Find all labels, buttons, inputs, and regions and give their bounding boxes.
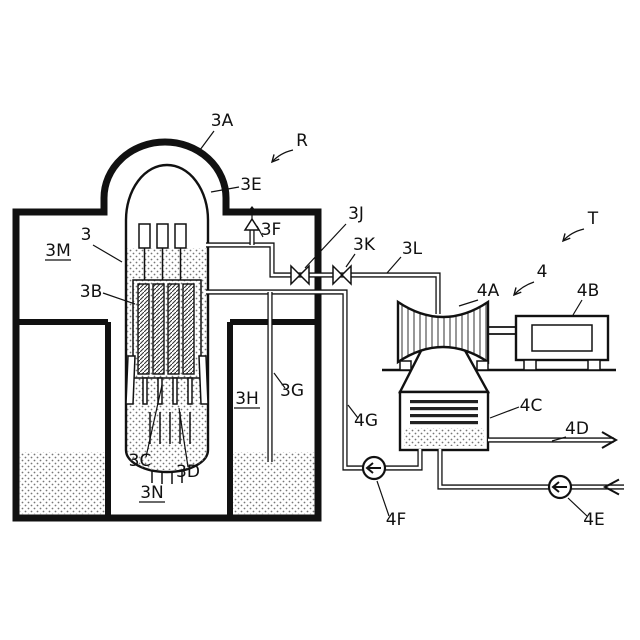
inner-walls [16,319,318,518]
label-4D: 4D [565,419,589,439]
label-3J: 3J [348,204,364,224]
piping [206,242,624,496]
pump-flow-arrow [365,462,381,474]
leader-lines [92,130,588,517]
valves [243,206,352,286]
label-3F: 3F [261,220,282,240]
label-4A: 4A [477,281,500,301]
cooling-water-out-line [488,431,619,449]
isolation-valve-3K [332,264,352,286]
generator-foot-left [523,359,537,371]
label-3D: 3D [176,462,200,482]
generator-core [531,324,593,352]
label-3L: 3L [402,239,423,259]
generator [514,314,610,371]
label-T: T [587,209,599,229]
label-3A: 3A [211,111,234,131]
flow-arrow-left [602,478,620,496]
condenser [398,390,490,452]
label-3M: 3M [45,241,70,261]
isolation-valve-3J [290,264,310,286]
label-4C: 4C [520,396,543,416]
shaft [488,326,516,335]
label-3E: 3E [240,175,262,195]
label-R: R [296,131,308,151]
crd-housings [149,412,191,484]
turbine-support-right [476,360,489,371]
generator-casing [514,314,610,362]
label-4G: 4G [354,411,378,431]
turbine-support-left [399,360,412,371]
label-4E: 4E [583,510,605,530]
reactor-pressure-vessel [124,163,210,484]
condenser-tube-bundle [410,400,478,425]
region-arrow-R [270,149,294,164]
label-3H: 3H [235,389,259,409]
feedwater-pump-4F [361,455,387,481]
label-3G: 3G [280,381,304,401]
label-4B: 4B [577,281,599,301]
circulation-pump-4E [547,474,573,500]
containment-building [12,138,322,522]
jet-pumps [125,355,209,405]
turbine-plant [382,299,616,452]
label-4: 4 [537,262,548,282]
left-pool-water [19,452,105,515]
region-arrow-T [561,228,585,243]
region-arrow-4 [512,281,535,297]
label-3C: 3C [129,451,152,471]
label-3: 3 [81,225,92,245]
generator-foot-right [587,359,601,371]
condensate-water [404,428,484,446]
fuel-assemblies [137,283,195,375]
suppression-pool-water [19,452,315,515]
flow-arrow-right [601,431,619,449]
labels: 3A R 3E 3 3M 3F 3J 3K 3L T 4 4A 4B 3B 3G… [45,111,605,530]
pumps [361,455,573,500]
turbine [396,299,490,371]
control-rod-guides [142,377,193,405]
label-3K: 3K [353,235,376,255]
label-3B: 3B [80,282,102,302]
core-shroud [132,279,202,379]
steam-separators [138,223,187,280]
cooling-water-in-line [437,449,624,496]
pump-flow-arrow [551,481,567,493]
label-3N: 3N [140,483,164,503]
feedwater-line [206,289,423,471]
right-pool-water [233,452,315,515]
relief-valve-3F [243,206,261,245]
label-4F: 4F [386,510,407,530]
containment-outline [12,138,322,522]
